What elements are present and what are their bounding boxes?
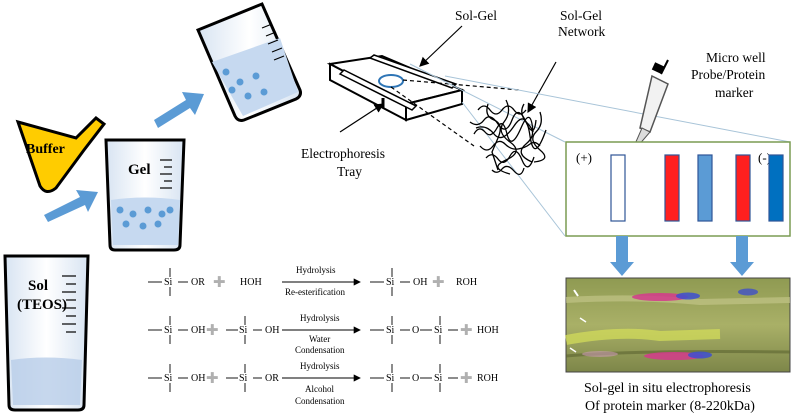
micro-well-label-2: Probe/Protein [691,67,765,82]
buffer-label: Buffer [26,142,65,157]
micro-well-label-3: marker [715,85,754,100]
sol-beaker: Sol (TEOS) [3,254,90,412]
arrow-bottom-1: Alcohol [305,384,334,394]
arrow-top: Hydrolysis [296,265,336,275]
plus-sign: ✚ [432,275,445,291]
arrow-bottom-1: Water [309,334,330,344]
product1: OH [413,277,427,288]
micro-well-label-1: Micro well [706,50,766,65]
reactant2: HOH [240,277,262,288]
bridge-oxygen: O [412,325,419,336]
plus-label: (+) [576,150,592,165]
si-label: Si [239,325,248,336]
reaction-1: Si OR ✚ HOH Hydrolysis Re-esterification… [148,265,477,297]
reactant2: OR [265,373,279,384]
si-label: Si [386,373,395,384]
plus-sign: ✚ [206,371,219,387]
buffer-flask: Buffer [15,116,107,193]
sol-gel-network-label-2: Network [558,24,605,39]
caption-line-2: Of protein marker (8-220kDa) [585,399,755,414]
product2: HOH [477,325,499,336]
arrow-top: Hydrolysis [300,361,340,371]
down-arrow [730,236,754,276]
si-label: Si [239,373,248,384]
arrow-top: Hydrolysis [300,313,340,323]
arrow-bottom: Re-esterification [285,287,345,297]
electrophoresis-label-2: Tray [337,164,362,179]
gel-lane-5 [768,154,784,222]
gel-lane-3 [697,154,713,222]
electrophoresis-tray [326,54,466,122]
reactant2: OH [265,325,279,336]
reactant1: OH [191,325,205,336]
plus-sign: ✚ [460,323,473,339]
caption-line-1: Sol-gel in situ electrophoresis [584,381,751,396]
reactant1: OH [191,373,205,384]
plus-sign: ✚ [206,323,219,339]
gel-lane-4 [735,154,751,222]
teos-label: (TEOS) [17,297,67,313]
flow-arrow [44,190,98,222]
arrow-bottom-2: Condensation [295,396,345,406]
sol-gel-label: Sol-Gel [455,8,497,23]
plus-sign: ✚ [460,371,473,387]
sol-gel-network-label-1: Sol-Gel [560,8,602,23]
tilted-beaker [196,2,302,122]
si-label: Si [164,373,173,384]
product2: ROH [456,277,477,288]
reactant1: OR [191,277,205,288]
reaction-2: Si OH ✚ Si OH Hydrolysis Water Condensat… [148,313,499,355]
gel-photo [565,277,791,373]
arrow-bottom-2: Condensation [295,345,345,355]
gel-lane-1 [610,154,626,222]
product2: ROH [477,373,498,384]
gel-label: Gel [128,162,151,178]
si-label: Si [386,325,395,336]
lane-box: (+) (-) [565,141,791,237]
si-label: Si [434,325,443,336]
si-label: Si [386,277,395,288]
reaction-3: Si OH ✚ Si OR Hydrolysis Alcohol Condens… [148,361,498,406]
bridge-oxygen: O [412,373,419,384]
si-label: Si [164,325,173,336]
flow-arrow [154,92,204,128]
electrophoresis-label-1: Electrophoresis [301,146,385,161]
sol-gel-network [469,99,547,175]
sol-label: Sol [28,278,48,294]
gel-lane-2 [664,154,680,222]
down-arrow [610,236,634,276]
si-label: Si [434,373,443,384]
minus-label: (-) [758,150,771,165]
plus-sign: ✚ [213,275,226,291]
reaction-scheme: Si OR ✚ HOH Hydrolysis Re-esterification… [148,265,499,406]
si-label: Si [164,277,173,288]
gel-beaker: Gel [104,138,186,252]
